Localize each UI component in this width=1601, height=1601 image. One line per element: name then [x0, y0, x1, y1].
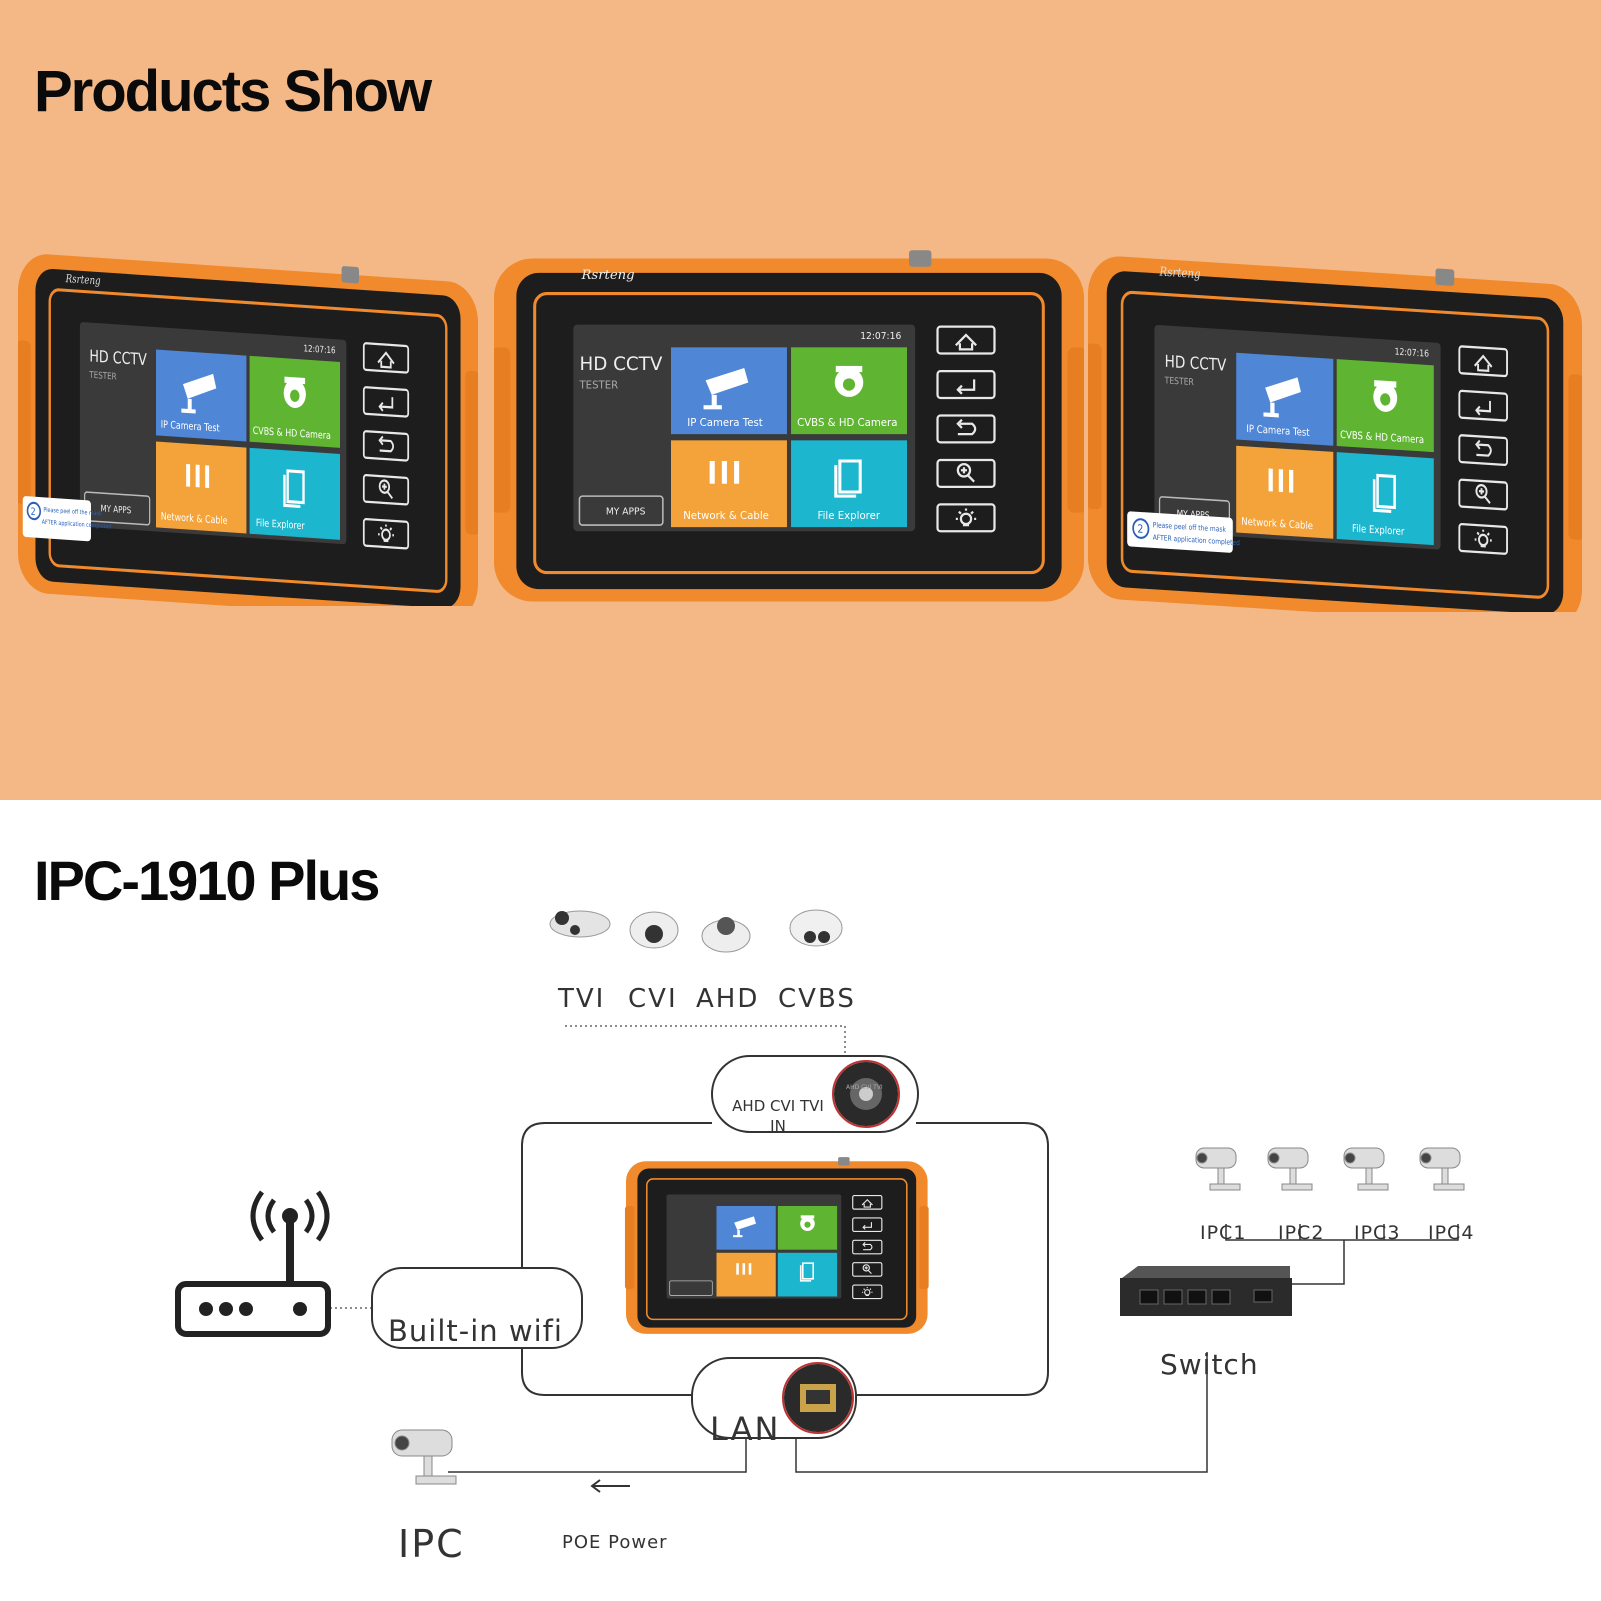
ipc4-label: IPC4: [1428, 1222, 1475, 1244]
analog-port-label: AHD CVI TVI IN: [722, 1096, 834, 1136]
connection-diagram: [175, 909, 1465, 1493]
svg-text:12:07:16: 12:07:16: [860, 331, 901, 342]
label-tvi: TVI: [558, 984, 606, 1014]
svg-text:IP Camera Test: IP Camera Test: [161, 420, 220, 435]
svg-text:Network & Cable: Network & Cable: [683, 510, 769, 522]
svg-text:MY APPS: MY APPS: [100, 502, 131, 515]
svg-text:CVBS & HD Camera: CVBS & HD Camera: [253, 426, 331, 442]
switch-label: Switch: [1160, 1348, 1259, 1381]
svg-text:Rsrteng: Rsrteng: [65, 273, 101, 288]
ip-camera-icons: [1195, 1147, 1465, 1191]
svg-text:File Explorer: File Explorer: [256, 518, 305, 532]
ipc-camera-icon: [391, 1429, 457, 1485]
svg-text:IP Camera Test: IP Camera Test: [687, 417, 763, 429]
svg-text:Rsrteng: Rsrteng: [580, 268, 634, 283]
svg-text:File Explorer: File Explorer: [817, 510, 880, 522]
section-title-model: IPC-1910 Plus: [34, 849, 380, 912]
wifi-label: Built-in wifi: [388, 1314, 563, 1348]
ipc2-label: IPC2: [1278, 1222, 1325, 1244]
svg-text:IP Camera Test: IP Camera Test: [1246, 423, 1309, 439]
section-title-products-show: Products Show: [34, 59, 432, 124]
device-center: HD CCTV TESTER IP Camera Test CVBS & HD …: [490, 244, 1088, 616]
label-cvi: CVI: [628, 984, 678, 1014]
svg-text:File Explorer: File Explorer: [1352, 523, 1404, 538]
svg-text:2: 2: [31, 507, 36, 519]
label-cvbs: CVBS: [778, 984, 856, 1014]
router-icon: [175, 1190, 331, 1337]
svg-text:AFTER application completed: AFTER application completed: [42, 519, 112, 530]
svg-text:Rsrteng: Rsrteng: [1159, 263, 1201, 281]
ipc3-label: IPC3: [1354, 1222, 1401, 1244]
ipc-label: IPC: [398, 1522, 465, 1566]
svg-text:12:07:16: 12:07:16: [1395, 347, 1429, 360]
analog-port-line2: IN: [770, 1117, 786, 1135]
switch-icon: [1120, 1266, 1292, 1316]
svg-text:TESTER: TESTER: [89, 369, 117, 382]
analog-port-caption: AHD CVI TVI: [846, 1084, 883, 1091]
analog-camera-icons: [549, 909, 843, 953]
analog-port-line1: AHD CVI TVI: [732, 1097, 824, 1115]
svg-text:Please peel off the mask: Please peel off the mask: [43, 507, 102, 518]
label-ahd: AHD: [696, 984, 760, 1014]
device-left: HD CCTV TESTER IP Camera Test CVBS & HD …: [14, 238, 482, 625]
svg-text:CVBS & HD Camera: CVBS & HD Camera: [797, 417, 897, 429]
svg-text:12:07:16: 12:07:16: [304, 342, 336, 355]
ipc1-label: IPC1: [1200, 1222, 1247, 1244]
poe-label: POE Power: [562, 1532, 668, 1553]
lan-label: LAN: [710, 1410, 781, 1448]
svg-text:2: 2: [1137, 523, 1143, 536]
device-right: HD CCTV TESTER IP Camera Test CVBS & HD …: [1084, 240, 1586, 631]
screen-title: HD CCTV: [579, 354, 662, 375]
svg-text:MY APPS: MY APPS: [606, 507, 646, 518]
svg-text:Network & Cable: Network & Cable: [161, 512, 228, 528]
svg-text:TESTER: TESTER: [578, 380, 618, 392]
svg-text:CVBS & HD Camera: CVBS & HD Camera: [1340, 429, 1424, 446]
screen-title: HD CCTV: [1165, 352, 1227, 376]
screen-title: HD CCTV: [89, 347, 146, 370]
svg-text:Network & Cable: Network & Cable: [1241, 516, 1313, 533]
svg-text:TESTER: TESTER: [1164, 376, 1194, 389]
